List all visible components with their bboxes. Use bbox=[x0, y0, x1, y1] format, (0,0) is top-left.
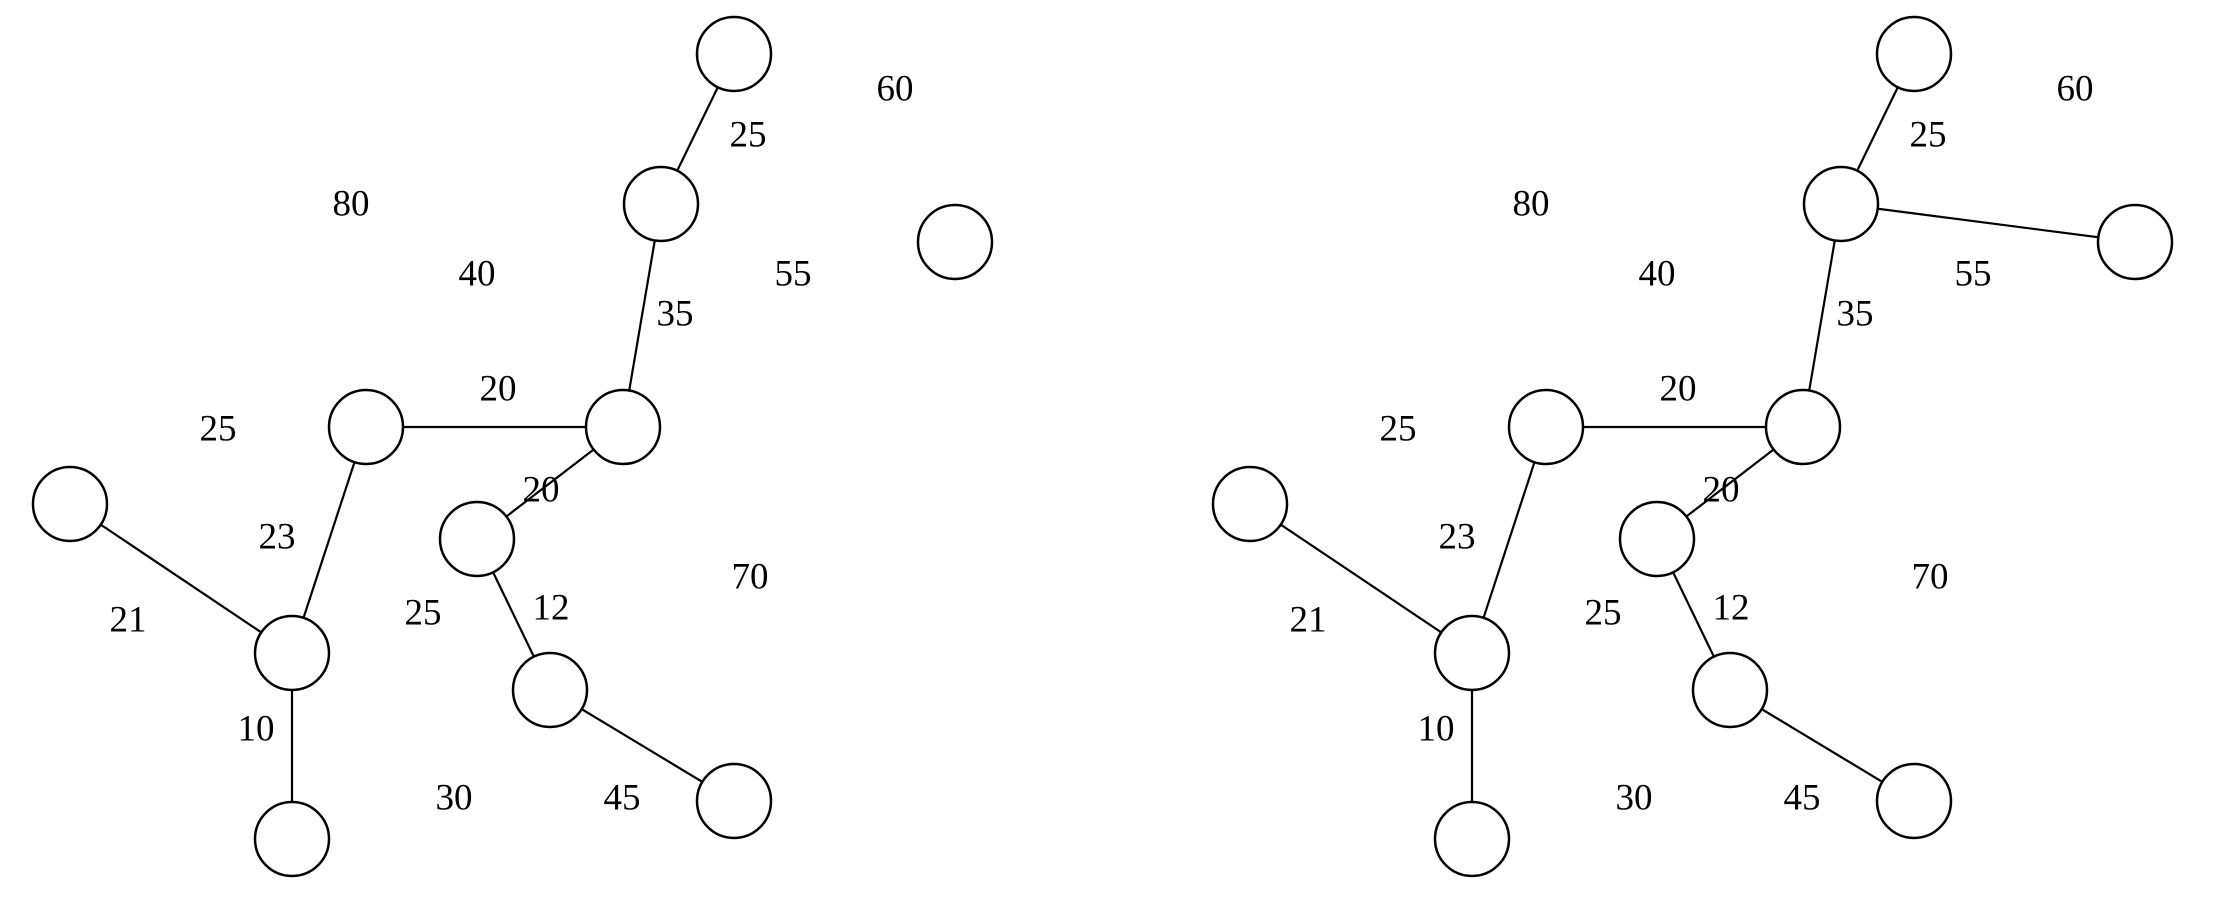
edge-weight-label: 20 bbox=[1703, 469, 1740, 510]
edge-weight-label: 21 bbox=[110, 599, 147, 640]
edge-weight-label: 45 bbox=[604, 777, 641, 818]
node-K bbox=[1875, 762, 1953, 840]
weight-label: 70 bbox=[732, 556, 769, 597]
node-E bbox=[327, 388, 405, 466]
diagram-left: 25 55 35 20 20 23 21 10 12 45 60 80 40 25 25 70 30 bbox=[31, 15, 994, 878]
node-K bbox=[695, 762, 773, 840]
weight-label: 25 bbox=[200, 408, 237, 449]
node-F bbox=[1211, 465, 1289, 543]
edge-weight-label: 10 bbox=[238, 708, 275, 749]
edge-weight-label: 35 bbox=[657, 293, 694, 334]
edge-weight-label: 12 bbox=[533, 587, 570, 628]
edge-E-H bbox=[1470, 426, 1548, 654]
node-C bbox=[916, 203, 994, 281]
edge-weight-label: 35 bbox=[1837, 293, 1874, 334]
node-I bbox=[253, 800, 331, 878]
edge-weight-label: 23 bbox=[1439, 516, 1476, 557]
edge-F-H bbox=[1249, 503, 1473, 654]
node-B bbox=[1802, 165, 1880, 243]
edge-weight-label: 12 bbox=[1713, 587, 1750, 628]
node-A bbox=[695, 15, 773, 93]
node-G bbox=[438, 500, 516, 578]
node-J bbox=[1691, 651, 1769, 729]
edge-weight-label: 10 bbox=[1418, 708, 1455, 749]
node-D bbox=[584, 388, 662, 466]
edge-weight-label: 20 bbox=[480, 368, 517, 409]
weight-label: 25 bbox=[1585, 592, 1622, 633]
edge-weight-label: 45 bbox=[1784, 777, 1821, 818]
edge-F-H bbox=[69, 503, 293, 654]
weight-label: 25 bbox=[405, 592, 442, 633]
weight-label: 80 bbox=[333, 183, 370, 224]
edge-weight-label: 20 bbox=[523, 469, 560, 510]
node-F bbox=[31, 465, 109, 543]
node-J bbox=[511, 651, 589, 729]
node-A bbox=[1875, 15, 1953, 93]
edge-weight-label: 55 bbox=[775, 253, 812, 294]
weight-label: 30 bbox=[436, 777, 473, 818]
node-D bbox=[1764, 388, 1842, 466]
node-C bbox=[2096, 203, 2174, 281]
node-H bbox=[1433, 614, 1511, 692]
edge-weight-label: 25 bbox=[730, 114, 767, 155]
edge-E-H bbox=[290, 426, 368, 654]
edge-weight-label: 20 bbox=[1660, 368, 1697, 409]
weight-label: 40 bbox=[1639, 253, 1676, 294]
weight-label: 60 bbox=[2057, 68, 2094, 109]
weight-label: 30 bbox=[1616, 777, 1653, 818]
node-B bbox=[622, 165, 700, 243]
node-I bbox=[1433, 800, 1511, 878]
weight-label: 80 bbox=[1513, 183, 1550, 224]
node-E bbox=[1507, 388, 1585, 466]
diagram-right: 25 55 35 20 20 23 21 10 12 45 60 80 40 25 25 70 30 bbox=[1211, 15, 2174, 878]
node-H bbox=[253, 614, 331, 692]
weight-label: 40 bbox=[459, 253, 496, 294]
node-G bbox=[1618, 500, 1696, 578]
edge-weight-label: 25 bbox=[1910, 114, 1947, 155]
edge-weight-label: 21 bbox=[1290, 599, 1327, 640]
weight-label: 60 bbox=[877, 68, 914, 109]
edge-weight-label: 55 bbox=[1955, 253, 1992, 294]
weight-label: 25 bbox=[1380, 408, 1417, 449]
weight-label: 70 bbox=[1912, 556, 1949, 597]
edge-B-C bbox=[1840, 202, 2136, 244]
edge-weight-label: 23 bbox=[259, 516, 296, 557]
